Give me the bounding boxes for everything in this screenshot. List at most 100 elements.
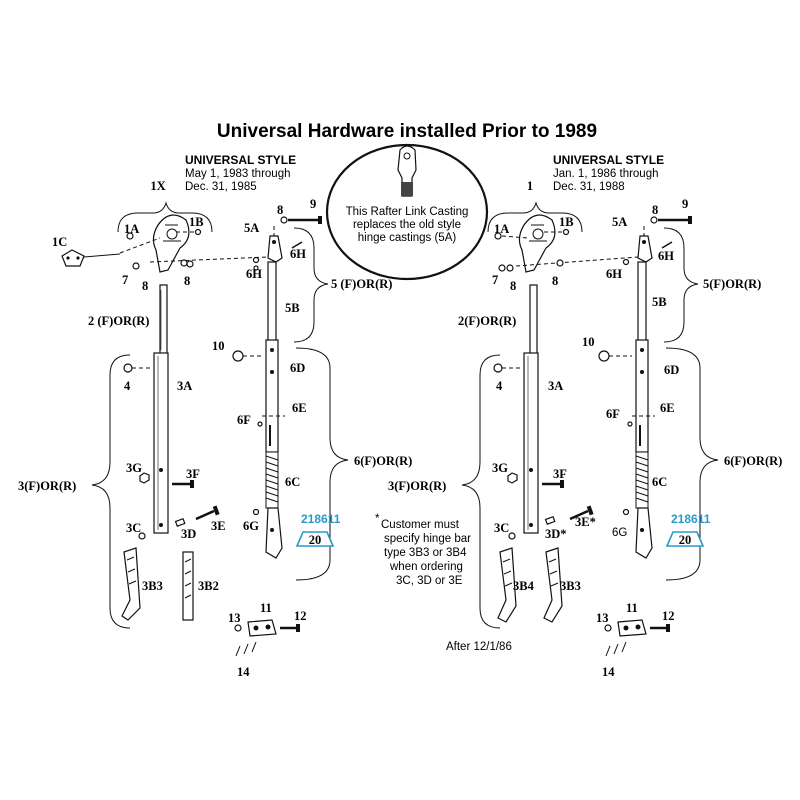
hinge-casting-1x-icon — [152, 214, 190, 273]
label-8c-right: 8 — [652, 203, 658, 217]
label-6e: 6E — [292, 401, 307, 415]
label-14: 14 — [237, 665, 250, 679]
callout-line-2: replaces the old style — [353, 219, 461, 231]
label-10-right: 10 — [582, 335, 595, 349]
label-3c: 3C — [126, 521, 141, 535]
label-3b2: 3B2 — [198, 579, 219, 593]
after-note: After 12/1/86 — [446, 641, 512, 653]
label-6g: 6G — [243, 519, 259, 533]
label-8c: 8 — [277, 203, 283, 217]
label-11: 11 — [260, 601, 272, 615]
bolt-3e-icon — [195, 505, 220, 521]
label-3f-right: 3F — [553, 467, 567, 481]
label-1b: 1B — [189, 215, 204, 229]
label-9: 9 — [310, 197, 316, 211]
label-5a: 5A — [244, 221, 259, 235]
label-3f: 3F — [186, 467, 200, 481]
label-1a: 1A — [124, 222, 139, 236]
label-5-right: 5(F)OR(R) — [703, 277, 761, 291]
label-3d-right: 3D* — [545, 527, 567, 541]
label-3c-right: 3C — [494, 521, 509, 535]
note-line-1: Customer must — [381, 519, 460, 531]
label-6e-right: 6E — [660, 401, 675, 415]
label-1: 1 — [527, 179, 533, 193]
bolt-3f-icon — [172, 480, 194, 488]
hinge-5a-icon-right — [637, 235, 653, 263]
label-4-right: 4 — [496, 379, 503, 393]
rafter-bar-3a-icon — [153, 352, 169, 534]
label-14-right: 14 — [602, 665, 615, 679]
label-2: 2 (F)OR(R) — [88, 314, 149, 328]
label-3b4: 3B4 — [513, 579, 535, 593]
label-6-right: 6(F)OR(R) — [724, 454, 782, 468]
left-assembly: UNIVERSAL STYLE May 1, 1983 through Dec.… — [18, 153, 412, 679]
bracket-11-icon-right — [617, 619, 647, 637]
right-assembly: UNIVERSAL STYLE Jan. 1, 1986 through Dec… — [388, 153, 782, 679]
note-line-2: specify hinge bar — [384, 533, 471, 545]
label-12: 12 — [294, 609, 307, 623]
callout-line-1: This Rafter Link Casting — [346, 206, 469, 218]
label-3b3-right: 3B3 — [560, 579, 581, 593]
label-3: 3(F)OR(R) — [18, 479, 76, 493]
right-date-to: Dec. 31, 1988 — [553, 181, 625, 193]
rafter-link-casting-icon — [397, 145, 417, 197]
hinge-5a-icon — [267, 235, 283, 263]
label-8a-right: 8 — [510, 279, 516, 293]
label-1c: 1C — [52, 235, 67, 249]
label-8a: 8 — [142, 279, 148, 293]
label-1x: 1X — [150, 179, 165, 193]
note-star: * — [375, 513, 380, 525]
label-10: 10 — [212, 339, 225, 353]
spring-6c-icon-right — [635, 451, 649, 509]
label-5b: 5B — [285, 301, 300, 315]
label-3e-right: 3E* — [575, 515, 596, 529]
note-line-5: 3C, 3D or 3E — [396, 575, 463, 587]
label-13: 13 — [228, 611, 241, 625]
rafter-bar-2-icon-right — [529, 284, 538, 356]
hinge-bar-3b2-icon — [182, 551, 194, 621]
left-style-title: UNIVERSAL STYLE — [185, 153, 296, 167]
plate-1c-icon — [61, 249, 85, 267]
tube-5b-icon-right — [637, 261, 647, 343]
label-13-right: 13 — [596, 611, 609, 625]
callout-line-3: hinge castings (5A) — [358, 232, 457, 244]
label-6g-right: 6G — [612, 527, 627, 539]
hinge-bar-3b4-icon — [497, 547, 517, 623]
label-6c: 6C — [285, 475, 300, 489]
bracket-11-icon — [247, 619, 277, 637]
customer-note: * Customer must specify hinge bar type 3… — [375, 513, 471, 587]
label-6d-right: 6D — [664, 363, 679, 377]
label-3b3: 3B3 — [142, 579, 163, 593]
label-4: 4 — [124, 379, 131, 393]
label-6f-right: 6F — [606, 407, 620, 421]
label-6c-right: 6C — [652, 475, 667, 489]
label-9-right: 9 — [682, 197, 688, 211]
label-3d: 3D — [181, 527, 196, 541]
spring-6c-icon — [265, 451, 279, 509]
label-7-right: 7 — [492, 273, 498, 287]
label-6h-left: 6H — [246, 267, 262, 281]
label-6h-right-right: 6H — [658, 249, 674, 263]
right-style-title: UNIVERSAL STYLE — [553, 153, 664, 167]
hinge-casting-1-icon — [518, 214, 556, 273]
left-part-number: 218611 — [301, 512, 341, 526]
label-3a-right: 3A — [548, 379, 563, 393]
right-date-from: Jan. 1, 1986 through — [553, 168, 659, 180]
tube-6d-icon-right — [635, 339, 649, 453]
label-1b-right: 1B — [559, 215, 574, 229]
label-6d: 6D — [290, 361, 305, 375]
label-2-right: 2(F)OR(R) — [458, 314, 516, 328]
left-tag-number: 20 — [309, 533, 322, 547]
label-3g: 3G — [126, 461, 142, 475]
hinge-bar-3b3-icon-right — [543, 547, 563, 623]
rafter-link-callout: This Rafter Link Casting replaces the ol… — [325, 143, 489, 281]
label-6f: 6F — [237, 413, 251, 427]
label-1a-right: 1A — [494, 222, 509, 236]
label-3a: 3A — [177, 379, 192, 393]
note-line-3: type 3B3 or 3B4 — [384, 547, 467, 559]
label-6: 6(F)OR(R) — [354, 454, 412, 468]
rafter-bar-3a-icon-right — [523, 352, 539, 534]
right-tag-number: 20 — [679, 533, 692, 547]
note-line-4: when ordering — [389, 561, 463, 573]
tube-6d-icon — [265, 339, 279, 453]
